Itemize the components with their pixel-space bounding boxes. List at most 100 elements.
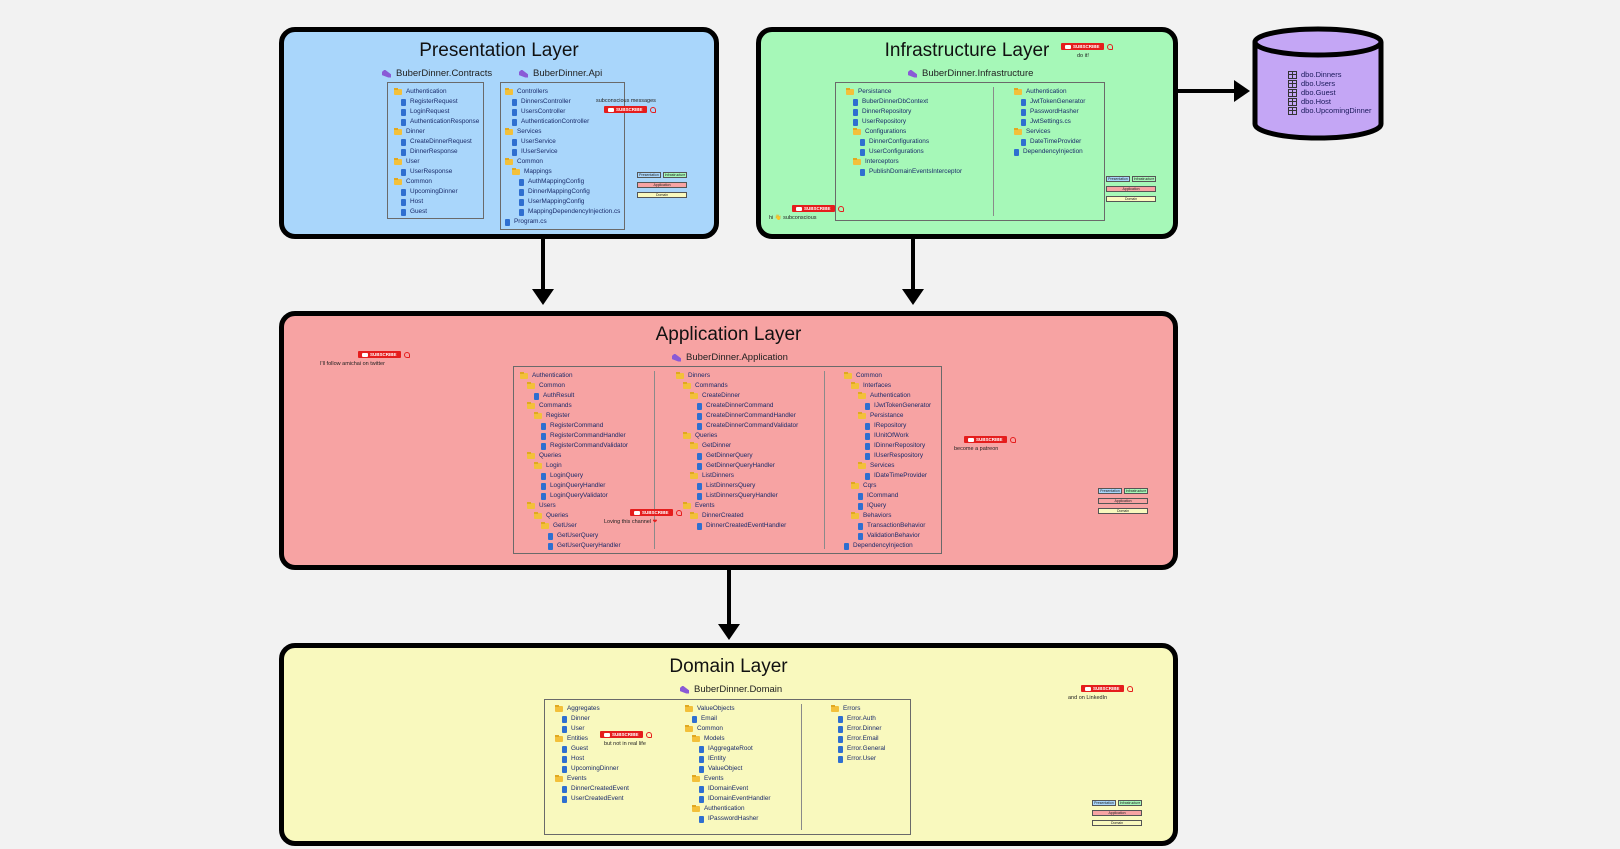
file-node[interactable]: IDomainEventHandler (685, 794, 771, 804)
file-node[interactable]: CreateDinnerRequest (394, 137, 479, 147)
folder-node[interactable]: Commands (520, 401, 628, 411)
folder-node[interactable]: Services (844, 461, 931, 471)
file-node[interactable]: BuberDinnerDbContext (846, 97, 962, 107)
file-node[interactable]: CreateDinnerCommand (676, 401, 798, 411)
file-node[interactable]: ICommand (844, 491, 931, 501)
folder-node[interactable]: Common (394, 177, 479, 187)
folder-node[interactable]: Common (520, 381, 628, 391)
subscribe-badge[interactable]: SUBSCRIBE I'll follow amichai on twitter (320, 351, 410, 367)
file-node[interactable]: ListDinnersQuery (676, 481, 798, 491)
folder-node[interactable]: Queries (520, 511, 628, 521)
file-node[interactable]: DinnerRepository (846, 107, 962, 117)
file-node[interactable]: DinnerResponse (394, 147, 479, 157)
file-node[interactable]: IUserService (505, 147, 620, 157)
folder-node[interactable]: Controllers (505, 87, 620, 97)
file-node[interactable]: IQuery (844, 501, 931, 511)
folder-node[interactable]: Persistance (844, 411, 931, 421)
folder-node[interactable]: Dinners (676, 371, 798, 381)
subscribe-button[interactable]: SUBSCRIBE (604, 106, 647, 113)
file-node[interactable]: LoginQuery (520, 471, 628, 481)
file-node[interactable]: DinnerCreatedEvent (555, 784, 629, 794)
file-node[interactable]: DinnerConfigurations (846, 137, 962, 147)
file-node[interactable]: AuthenticationResponse (394, 117, 479, 127)
file-node[interactable]: DinnersController (505, 97, 620, 107)
subscribe-button[interactable]: SUBSCRIBE (964, 436, 1007, 443)
file-node[interactable]: Error.Email (831, 734, 885, 744)
file-node[interactable]: DependencyInjection (844, 541, 931, 551)
file-node[interactable]: Guest (394, 207, 479, 217)
file-node[interactable]: PublishDomainEventsInterceptor (846, 167, 962, 177)
file-node[interactable]: IUnitOfWork (844, 431, 931, 441)
folder-node[interactable]: Users (520, 501, 628, 511)
subscribe-badge[interactable]: SUBSCRIBE hi 👋 subconscious (769, 205, 844, 221)
file-node[interactable]: UserConfigurations (846, 147, 962, 157)
folder-node[interactable]: DinnerCreated (676, 511, 798, 521)
folder-node[interactable]: Login (520, 461, 628, 471)
file-node[interactable]: Host (394, 197, 479, 207)
folder-node[interactable]: Queries (676, 431, 798, 441)
subscribe-badge[interactable]: SUBSCRIBE but not in real life (600, 731, 652, 747)
file-node[interactable]: UserMappingConfig (505, 197, 620, 207)
file-node[interactable]: ValueObject (685, 764, 771, 774)
folder-node[interactable]: Services (1014, 127, 1085, 137)
file-node[interactable]: JwtSettings.cs (1014, 117, 1085, 127)
file-node[interactable]: IDateTimeProvider (844, 471, 931, 481)
file-node[interactable]: GetUserQuery (520, 531, 628, 541)
file-node[interactable]: IEntity (685, 754, 771, 764)
folder-node[interactable]: Interfaces (844, 381, 931, 391)
file-node[interactable]: ValidationBehavior (844, 531, 931, 541)
subscribe-badge[interactable]: SUBSCRIBE Loving this channel ❤ (604, 509, 682, 525)
subscribe-button[interactable]: SUBSCRIBE (792, 205, 835, 212)
folder-node[interactable]: ListDinners (676, 471, 798, 481)
folder-node[interactable]: Interceptors (846, 157, 962, 167)
file-node[interactable]: DateTimeProvider (1014, 137, 1085, 147)
file-node[interactable]: UserCreatedEvent (555, 794, 629, 804)
subscribe-badge[interactable]: SUBSCRIBE do it! (1061, 43, 1113, 59)
folder-node[interactable]: User (394, 157, 479, 167)
file-node[interactable]: UpcomingDinner (555, 764, 629, 774)
file-node[interactable]: ListDinnersQueryHandler (676, 491, 798, 501)
folder-node[interactable]: Dinner (394, 127, 479, 137)
file-node[interactable]: DependencyInjection (1014, 147, 1085, 157)
subscribe-button[interactable]: SUBSCRIBE (1061, 43, 1104, 50)
folder-node[interactable]: Models (685, 734, 771, 744)
file-node[interactable]: UpcomingDinner (394, 187, 479, 197)
file-node[interactable]: UsersController (505, 107, 620, 117)
file-node[interactable]: GetDinnerQuery (676, 451, 798, 461)
file-node[interactable]: Email (685, 714, 771, 724)
folder-node[interactable]: Configurations (846, 127, 962, 137)
folder-node[interactable]: GetDinner (676, 441, 798, 451)
file-node[interactable]: TransactionBehavior (844, 521, 931, 531)
subscribe-button[interactable]: SUBSCRIBE (358, 351, 401, 358)
folder-node[interactable]: Aggregates (555, 704, 629, 714)
folder-node[interactable]: Events (555, 774, 629, 784)
file-node[interactable]: Error.User (831, 754, 885, 764)
file-node[interactable]: LoginQueryHandler (520, 481, 628, 491)
file-node[interactable]: IAggregateRoot (685, 744, 771, 754)
file-node[interactable]: UserResponse (394, 167, 479, 177)
folder-node[interactable]: Events (685, 774, 771, 784)
folder-node[interactable]: Register (520, 411, 628, 421)
file-node[interactable]: Host (555, 754, 629, 764)
folder-node[interactable]: Common (685, 724, 771, 734)
folder-node[interactable]: CreateDinner (676, 391, 798, 401)
file-node[interactable]: AuthResult (520, 391, 628, 401)
folder-node[interactable]: Authentication (685, 804, 771, 814)
file-node[interactable]: UserService (505, 137, 620, 147)
subscribe-badge[interactable]: subconscious messages SUBSCRIBE (596, 98, 656, 114)
file-node[interactable]: IUserRespository (844, 451, 931, 461)
subscribe-button[interactable]: SUBSCRIBE (600, 731, 643, 738)
folder-node[interactable]: Entities (555, 734, 629, 744)
folder-node[interactable]: Behaviors (844, 511, 931, 521)
file-node[interactable]: LoginRequest (394, 107, 479, 117)
folder-node[interactable]: Events (676, 501, 798, 511)
file-node[interactable]: RegisterCommand (520, 421, 628, 431)
file-node[interactable]: IRepository (844, 421, 931, 431)
folder-node[interactable]: Common (844, 371, 931, 381)
file-node[interactable]: IJwtTokenGenerator (844, 401, 931, 411)
folder-node[interactable]: Common (505, 157, 620, 167)
subscribe-badge[interactable]: SUBSCRIBE become a patreon (954, 436, 1016, 452)
folder-node[interactable]: Mappings (505, 167, 620, 177)
file-node[interactable]: Error.General (831, 744, 885, 754)
subscribe-button[interactable]: SUBSCRIBE (630, 509, 673, 516)
